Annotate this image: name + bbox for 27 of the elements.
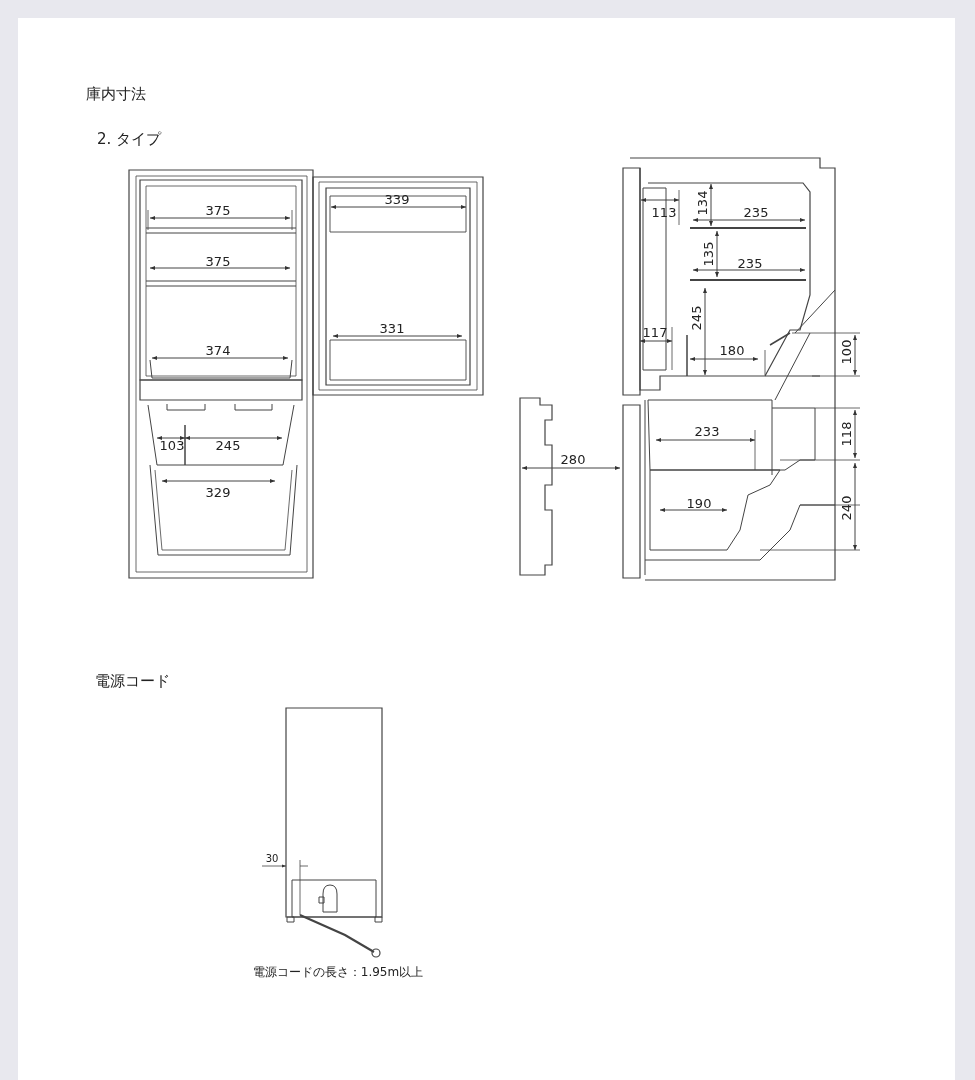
- section-heading: 電源コード: [95, 674, 170, 689]
- dimension-value: 235: [737, 256, 763, 270]
- dimension-value: 331: [379, 321, 405, 335]
- dimension-value: 375: [205, 203, 231, 217]
- section-heading: 庫内寸法: [86, 87, 146, 102]
- dimension-value: 339: [384, 192, 410, 206]
- dimension-value: 374: [205, 343, 231, 357]
- dimension-value: 235: [743, 205, 769, 219]
- dimension-value: 245: [689, 305, 703, 331]
- dimension-value: 100: [839, 339, 853, 365]
- dimension-value: 135: [701, 241, 715, 267]
- dimension-value: 118: [839, 421, 853, 447]
- dimension-value: 375: [205, 254, 231, 268]
- dimension-value: 113: [651, 205, 677, 219]
- dimension-value: 280: [560, 452, 586, 466]
- dimension-value: 117: [642, 325, 668, 339]
- dimension-value: 190: [686, 496, 712, 510]
- dimension-value: 329: [205, 485, 231, 499]
- caption: 電源コードの長さ：1.95m以上: [252, 966, 424, 978]
- dimension-value: 233: [694, 424, 720, 438]
- dimension-value: 180: [719, 343, 745, 357]
- dimension-value: 30: [265, 854, 279, 864]
- dimension-value: 240: [839, 495, 853, 521]
- subheading: 2. タイプ: [97, 132, 162, 147]
- dimension-value: 245: [215, 438, 241, 452]
- dimension-value: 134: [695, 190, 709, 216]
- dimension-value: 103: [159, 438, 185, 452]
